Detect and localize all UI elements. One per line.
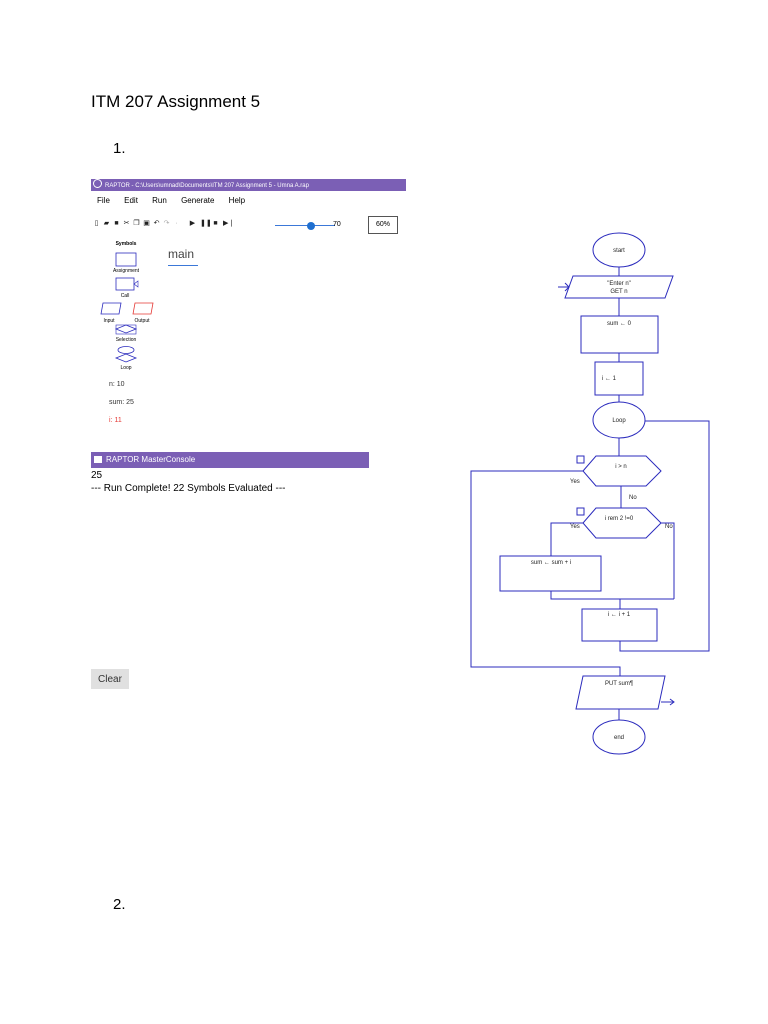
add-sum-label: sum ← sum + i — [531, 560, 571, 566]
symbol-palette — [100, 252, 154, 363]
selection-symbol[interactable] — [114, 324, 138, 334]
document-title: ITM 207 Assignment 5 — [91, 92, 261, 111]
selection-no-label: No — [665, 524, 673, 530]
cut-icon[interactable]: ✂ — [123, 220, 130, 227]
symbols-heading: Symbols — [115, 241, 137, 247]
init-sum-label: sum ← 0 — [607, 321, 632, 327]
symbol-label-loop: Loop — [120, 365, 132, 371]
yes-branch — [550, 522, 583, 556]
undo-icon[interactable]: ↶ — [153, 220, 160, 227]
separator-icon: · — [175, 220, 178, 227]
variable-n: n: 10 — [109, 381, 125, 388]
tab-main[interactable]: main — [168, 247, 195, 261]
loop-symbol[interactable] — [117, 346, 135, 354]
init-i-label: i ← 1 — [602, 376, 617, 382]
console-line: 25 — [91, 470, 103, 481]
speed-slider-track[interactable] — [275, 225, 335, 226]
yes-merge — [550, 591, 674, 600]
loop-condition-label: i > n — [615, 464, 627, 470]
output-symbol[interactable] — [132, 302, 154, 315]
input-symbol-node — [564, 275, 674, 299]
variable-i: i: 11 — [109, 417, 122, 424]
increment-i — [581, 608, 658, 642]
raptor-window-title: RAPTOR - C:\Users\umnad\Documents\ITM 20… — [105, 183, 309, 189]
question-number-1: 1. — [113, 140, 126, 157]
save-icon[interactable]: ■ — [114, 220, 119, 227]
start-label: start — [613, 248, 625, 254]
call-symbol[interactable] — [115, 277, 135, 291]
selection-condition — [582, 507, 662, 539]
output-label: PUT sum¶ — [605, 681, 633, 687]
symbols-panel: Symbols Assignment Call Input Output Sel… — [91, 239, 161, 429]
loop-yes-label: Yes — [570, 479, 580, 485]
new-file-icon[interactable]: ▯ — [94, 220, 99, 227]
end-terminal — [592, 719, 646, 755]
step-icon[interactable]: ▶❘ — [223, 220, 235, 227]
redo-icon[interactable]: ↷ — [163, 220, 170, 227]
entry-arrow-head — [564, 282, 570, 292]
menu-generate[interactable]: Generate — [181, 196, 215, 205]
call-arrow-icon — [133, 280, 139, 288]
assignment-symbol[interactable] — [115, 252, 137, 267]
increment-label: i ← i + 1 — [608, 612, 631, 618]
breakpoint-marker — [576, 455, 585, 464]
loop-back-line — [619, 420, 710, 652]
clear-button[interactable]: Clear — [91, 669, 129, 689]
symbol-label-call: Call — [120, 293, 130, 299]
copy-icon[interactable]: ❐ — [133, 220, 140, 227]
pause-icon[interactable]: ❚❚ — [200, 220, 212, 227]
raptor-titlebar: RAPTOR - C:\Users\umnad\Documents\ITM 20… — [91, 179, 406, 191]
question-number-2: 2. — [113, 896, 126, 913]
speed-value: 70 — [333, 221, 341, 228]
paste-icon[interactable]: ▣ — [143, 220, 150, 227]
input-symbol[interactable] — [100, 302, 122, 315]
open-folder-icon[interactable]: ▰ — [103, 220, 110, 227]
menu-run[interactable]: Run — [152, 196, 167, 205]
speed-slider-thumb[interactable] — [307, 222, 315, 230]
assign-sum-zero — [580, 315, 659, 354]
symbol-label-assignment: Assignment — [112, 268, 140, 274]
loop-no-label: No — [629, 495, 637, 501]
console-title: RAPTOR MasterConsole — [106, 455, 196, 464]
loop-exit-condition — [582, 455, 662, 487]
zoom-selector[interactable]: 60% — [368, 216, 398, 234]
play-icon[interactable]: ▶ — [189, 220, 196, 227]
symbol-label-selection: Selection — [115, 337, 137, 343]
assign-sum-add — [499, 555, 602, 592]
menu-file[interactable]: File — [97, 196, 110, 205]
loop-label: Loop — [612, 418, 626, 424]
raptor-toolbar: ▯ ▰ ■ ✂ ❐ ▣ ↶ ↷ · ▶ ❚❚ ■ ▶❘ — [93, 218, 293, 232]
tab-main-underline — [168, 265, 198, 266]
stop-icon[interactable]: ■ — [213, 220, 218, 227]
input-prompt-label: "Enter n" — [607, 281, 631, 287]
symbol-label-output: Output — [134, 318, 150, 324]
end-label: end — [614, 735, 624, 741]
console-titlebar: RAPTOR MasterConsole — [91, 452, 369, 468]
selection-yes-label: Yes — [570, 524, 580, 530]
console-output: 25 --- Run Complete! 22 Symbols Evaluate… — [91, 469, 286, 495]
menu-edit[interactable]: Edit — [124, 196, 138, 205]
variable-sum: sum: 25 — [109, 399, 134, 406]
raptor-window-screenshot: RAPTOR - C:\Users\umnad\Documents\ITM 20… — [91, 179, 406, 433]
input-get-label: GET n — [610, 289, 627, 295]
raptor-logo-icon — [93, 179, 102, 188]
selection-condition-label: i rem 2 !=0 — [605, 516, 634, 522]
console-icon — [94, 456, 102, 463]
output-symbol-node — [575, 675, 666, 710]
no-branch — [661, 522, 675, 599]
console-line: --- Run Complete! 22 Symbols Evaluated -… — [91, 483, 286, 494]
menu-help[interactable]: Help — [228, 196, 246, 205]
raptor-menubar: File Edit Run Generate Help — [91, 194, 251, 208]
symbol-label-input: Input — [103, 318, 115, 324]
flowchart-diagram: start "Enter n" GET n sum ← 0 i ← 1 Loop… — [470, 232, 710, 755]
